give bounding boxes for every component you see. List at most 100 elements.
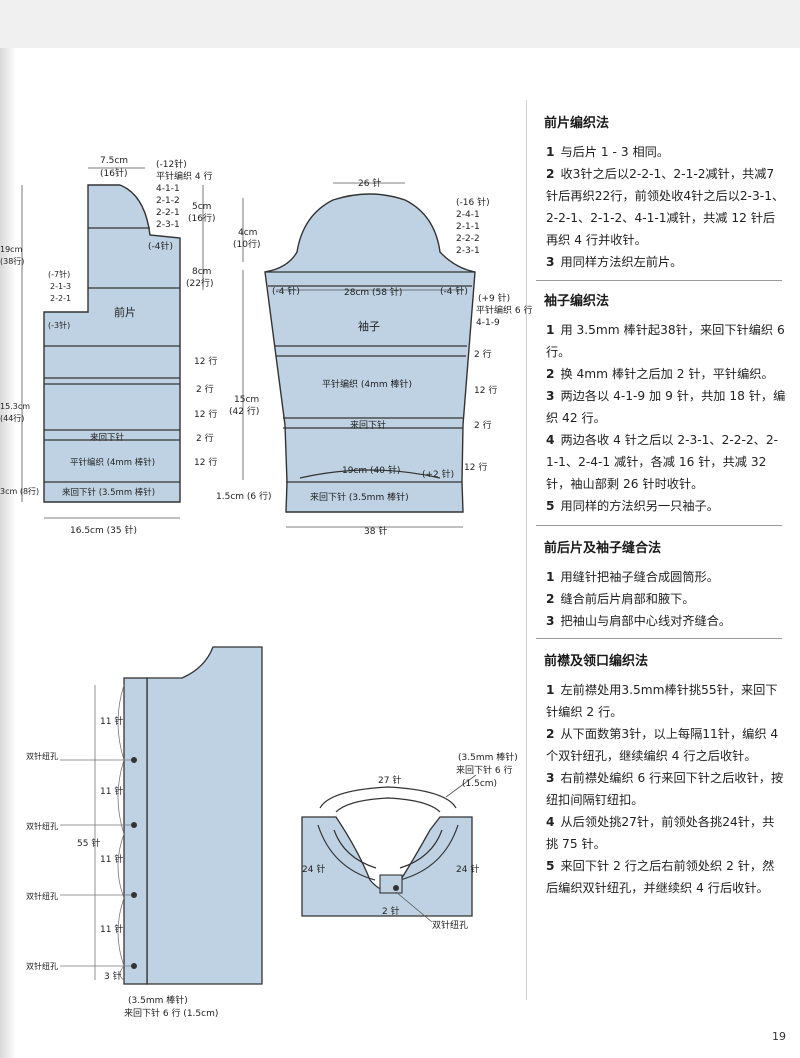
placket-bh4: 双针纽孔 — [26, 961, 58, 971]
front-h-8cm: 8cm — [192, 267, 211, 277]
placket-bh3: 双针纽孔 — [26, 891, 58, 901]
placket-seg5: 3 针 — [104, 970, 122, 982]
sleeve-r2b: 2 行 — [474, 419, 492, 431]
front-neck-c: 4-1-1 — [156, 184, 180, 194]
front-left1: 19cm — [0, 245, 23, 254]
page-top-edge — [0, 0, 800, 48]
front-neck-f: 2-3-1 — [156, 220, 180, 230]
sleeve-inc-a: (+9 针) — [478, 292, 510, 304]
sleeve-r12: 12 行 — [474, 384, 497, 396]
front-left3: 15.3cm — [0, 402, 30, 411]
sleeve-bottom: 38 针 — [364, 525, 387, 537]
placket-bh2: 双针纽孔 — [26, 821, 58, 831]
section-title: 袖子编织法 — [544, 294, 610, 309]
sleeve-cap-a: (-16 针) — [456, 196, 490, 208]
section-divider — [536, 638, 782, 639]
button-hole-dot — [131, 963, 137, 969]
front-neck-d: 2-1-2 — [156, 196, 180, 206]
sleeve-h-4cm: 4cm — [238, 228, 257, 238]
placket-bh1: 双针纽孔 — [26, 751, 58, 761]
front-dec4: (-4针) — [148, 240, 173, 252]
sleeve-cuff: 来回下针 (3.5mm 棒针) — [310, 491, 409, 503]
front-h-22rows: (22行) — [186, 277, 213, 289]
section-divider — [536, 525, 782, 526]
sleeve-main: 平针编织 (4mm 棒针) — [322, 378, 412, 390]
sleeve-label: 袖子 — [358, 319, 380, 333]
sleeve-r2a: 2 行 — [474, 348, 492, 360]
collar-body-shape — [301, 816, 473, 917]
front-left5: 3cm (8行) — [0, 486, 39, 496]
sleeve-cap-d: 2-2-2 — [456, 234, 480, 244]
collar-note2: 来回下针 6 行 — [456, 764, 512, 776]
front-stripe3: 来回下针 (3.5mm 棒针) — [62, 487, 155, 498]
collar-left: 24 针 — [302, 863, 325, 875]
sleeve-cap-c: 2-1-1 — [456, 222, 480, 232]
collar-note3: (1.5cm) — [462, 779, 497, 789]
section-title: 前后片及袖子缝合法 — [544, 541, 662, 556]
placket-seg1: 11 针 — [100, 715, 123, 727]
sleeve-dec-l: (-4 针) — [272, 285, 300, 297]
placket-band — [123, 677, 148, 985]
collar-button-tab — [379, 874, 403, 894]
front-piece-shape — [43, 184, 181, 503]
front-arm-b: 2-1-3 — [50, 282, 71, 291]
front-arm-a: (-7针) — [48, 269, 70, 279]
sleeve-h-42rows: (42 行) — [229, 405, 259, 417]
placket-seg4: 11 针 — [100, 923, 123, 935]
front-piece-diagram: 7.5cm (16针) (-12针) 平针编织 4 行 4-1-1 2-1-2 … — [0, 156, 217, 536]
placket-total: 55 针 — [77, 837, 100, 849]
sleeve-h-15: 1.5cm (6 行) — [216, 490, 272, 502]
column-divider — [526, 100, 527, 1000]
collar-note1: (3.5mm 棒针) — [458, 751, 518, 763]
collar-top: 27 针 — [378, 774, 401, 786]
front-neck-a: (-12针) — [156, 158, 187, 170]
sleeve-inc-b: 平针编织 6 行 — [476, 304, 532, 316]
sleeve-garter: 来回下针 — [350, 419, 386, 431]
front-h-16rows: (16行) — [188, 212, 215, 224]
sleeve-narrow: 19cm (40 针) — [342, 464, 400, 476]
front-arm-c: 2-2-1 — [50, 294, 71, 303]
sleeve-h-10rows: (10行) — [233, 238, 260, 250]
collar-bottom: 2 针 — [382, 905, 400, 917]
collar-right: 24 针 — [456, 863, 479, 875]
front-arm-d: (-3针) — [48, 320, 70, 330]
front-label: 前片 — [114, 305, 136, 319]
placket-diagram: 11 针 11 针 55 针 11 针 11 针 3 针 双针纽孔 双针纽孔 双… — [26, 646, 263, 1019]
front-r12c: 12 行 — [194, 456, 217, 468]
placket-note1: (3.5mm 棒针) — [128, 994, 188, 1006]
sleeve-top: 26 针 — [358, 177, 381, 189]
front-stripe1: 来回下针 — [90, 432, 125, 443]
collar-diagram: (3.5mm 棒针) 来回下针 6 行 (1.5cm) 27 针 24 针 24… — [301, 751, 518, 931]
front-r2b: 2 行 — [196, 432, 214, 444]
front-r2a: 2 行 — [196, 383, 214, 395]
button-hole-dot — [131, 757, 137, 763]
front-h-5cm: 5cm — [192, 202, 211, 212]
sleeve-inc2: (+2 针) — [422, 468, 454, 480]
front-r12a: 12 行 — [194, 355, 217, 367]
sleeve-shape — [264, 193, 476, 513]
front-neck-b: 平针编织 4 行 — [156, 170, 212, 182]
front-stripe2: 平针编织 (4mm 棒针) — [70, 457, 155, 468]
sleeve-diagram: 26 针 (-16 针) 2-4-1 2-1-1 2-2-2 2-3-1 4cm… — [216, 177, 532, 537]
section-title: 前片编织法 — [544, 116, 610, 131]
sleeve-inc-c: 4-1-9 — [476, 318, 500, 328]
sleeve-dec-r: (-4 针) — [440, 285, 468, 297]
sleeve-h-15cm: 15cm — [234, 395, 259, 405]
collar-hole-label: 双针纽孔 — [432, 919, 468, 931]
collar-button-hole — [393, 885, 399, 891]
